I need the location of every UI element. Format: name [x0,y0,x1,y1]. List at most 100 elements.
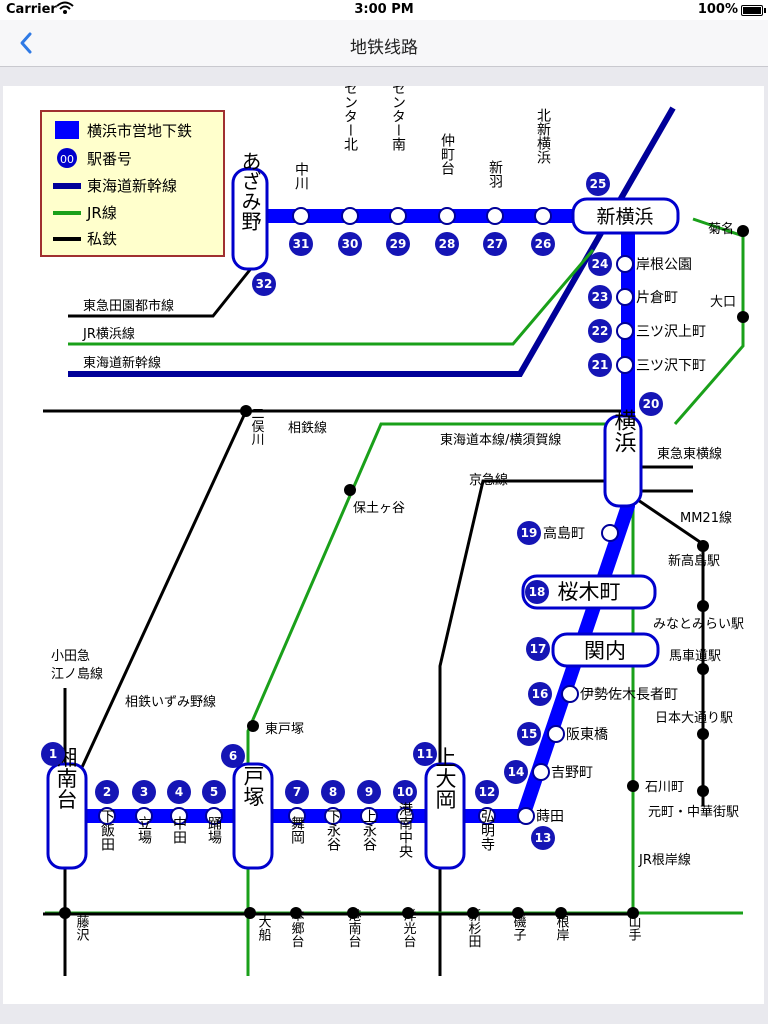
station-label: 藤沢 [74,915,90,941]
station-label: 立場 [136,816,152,844]
station-label: 新高島駅 [668,553,720,569]
station-kannai: 関内 [584,639,626,663]
station-label: 大船 [256,915,272,942]
line-label: 相鉄線 [288,420,327,436]
station-azamino: あざみ野 [238,151,262,231]
station-label: センター北 [342,86,358,152]
line-label: JR根岸線 [638,852,691,868]
station-label: 片倉町 [636,290,678,306]
legend: 横浜市営地下鉄 00 駅番号 東海道新幹線 JR線 私鉄 [40,110,225,257]
jr-yokohama-line [68,249,595,346]
station-yokohama: 横浜 [611,409,637,453]
battery-percent: 100% [697,2,738,17]
badge-24: 24 [592,257,609,271]
station-label: 岸根公園 [636,257,692,273]
station-sakuragicho: 桜木町 [558,580,621,604]
jr-kikuna-line [673,217,745,425]
station-label: 港南台 [346,909,362,948]
badge-20: 20 [643,397,660,411]
navigation-bar: 地铁线路 [0,20,768,67]
other-station-labels: 菊名 大口 二俣川 保土ヶ谷 東戸塚 新高島駅 みなとみらい駅 馬車道駅 日本大… [74,221,745,948]
tokyu-denen-line [68,265,255,318]
station-shinyokohama: 新横浜 [596,206,653,228]
line-label: MM21線 [680,510,732,526]
badge-2: 2 [103,785,111,799]
station-label: 弘明寺 [479,809,495,851]
station-label: 馬車道駅 [669,649,721,664]
station-label: 高島町 [543,525,585,542]
line-label: JR横浜線 [82,326,135,342]
station-label: 保土ヶ谷 [353,501,405,516]
legend-item: JR線 [86,204,117,222]
badge-3: 3 [140,785,148,799]
station-label: 北新横浜 [535,108,551,164]
badge-29: 29 [390,237,407,251]
badge-9: 9 [365,785,373,799]
station-label: 石川町 [645,780,684,795]
carrier-label: Carrier [6,2,57,17]
station-label: センター南 [390,86,406,151]
station-label: 菊名 [708,221,734,237]
station-label: 洋光台 [401,909,417,948]
badge-25: 25 [590,177,607,191]
badge-18: 18 [529,585,546,599]
badge-19: 19 [521,526,538,540]
line-label: 東急田園都市線 [83,298,174,314]
station-label: 舞岡 [289,816,305,845]
station-label: 踊場 [206,816,222,844]
station-label: 山手 [626,915,642,941]
station-label: 中川 [293,162,309,190]
page-title: 地铁线路 [350,38,418,58]
badge-10: 10 [397,785,414,799]
station-label: 新羽 [487,160,503,188]
line-label: 江ノ島線 [51,666,103,682]
station-label: 蒔田 [536,809,564,825]
badge-14: 14 [508,765,525,779]
line-label: 相鉄いずみ野線 [125,694,216,710]
station-label: 磯子 [511,915,527,941]
station-label: 港南中央 [397,802,413,858]
station-label: みなとみらい駅 [653,617,744,632]
station-kamiooka: 上大岡 [433,747,457,810]
badge-4: 4 [175,785,183,799]
badge-32: 32 [256,277,273,291]
station-label: 阪東橋 [566,727,608,743]
badge-13: 13 [535,831,552,845]
station-label: 下飯田 [99,809,115,851]
legend-item: 東海道新幹線 [87,177,177,195]
badge-8: 8 [329,785,337,799]
status-bar: Carrier 3:00 PM 100% [0,0,768,20]
legend-badge: 00 [60,153,74,166]
badge-6: 6 [229,749,237,763]
line-label: 京急線 [469,472,508,488]
tokaido-shinkansen-line [68,106,676,377]
badge-21: 21 [592,358,609,372]
line-label: 小田急 [51,649,90,664]
badge-7: 7 [293,785,301,799]
badge-15: 15 [521,727,538,741]
badge-28: 28 [439,237,456,251]
legend-item: 私鉄 [87,230,117,248]
badge-22: 22 [592,324,609,338]
badge-31: 31 [293,237,310,251]
badge-5: 5 [210,785,218,799]
badge-12: 12 [479,785,496,799]
legend-item: 駅番号 [87,150,132,168]
station-label: 仲町台 [439,133,455,175]
subway-map[interactable]: 横浜市営地下鉄 00 駅番号 東海道新幹線 JR線 私鉄 あざみ野 新横浜 横浜… [3,86,764,1004]
badge-27: 27 [487,237,504,251]
battery-icon [741,5,766,16]
station-markers [98,207,634,825]
badge-23: 23 [592,290,609,304]
station-label: 吉野町 [551,765,593,781]
wifi-icon [56,1,74,19]
clock: 3:00 PM [354,2,414,17]
chevron-left-icon [20,32,32,54]
major-stations: あざみ野 新横浜 横浜 桜木町 関内 湘南台 戸塚 上大岡 [46,151,680,870]
badge-26: 26 [535,237,552,251]
line-labels: 東急田園都市線 JR横浜線 東海道新幹線 相鉄線 東海道本線/横須賀線 京急線 … [51,298,732,868]
station-label: 根岸 [554,915,570,941]
badge-16: 16 [532,687,549,701]
back-button[interactable] [12,28,42,58]
line-label: 東海道本線/横須賀線 [440,432,561,448]
